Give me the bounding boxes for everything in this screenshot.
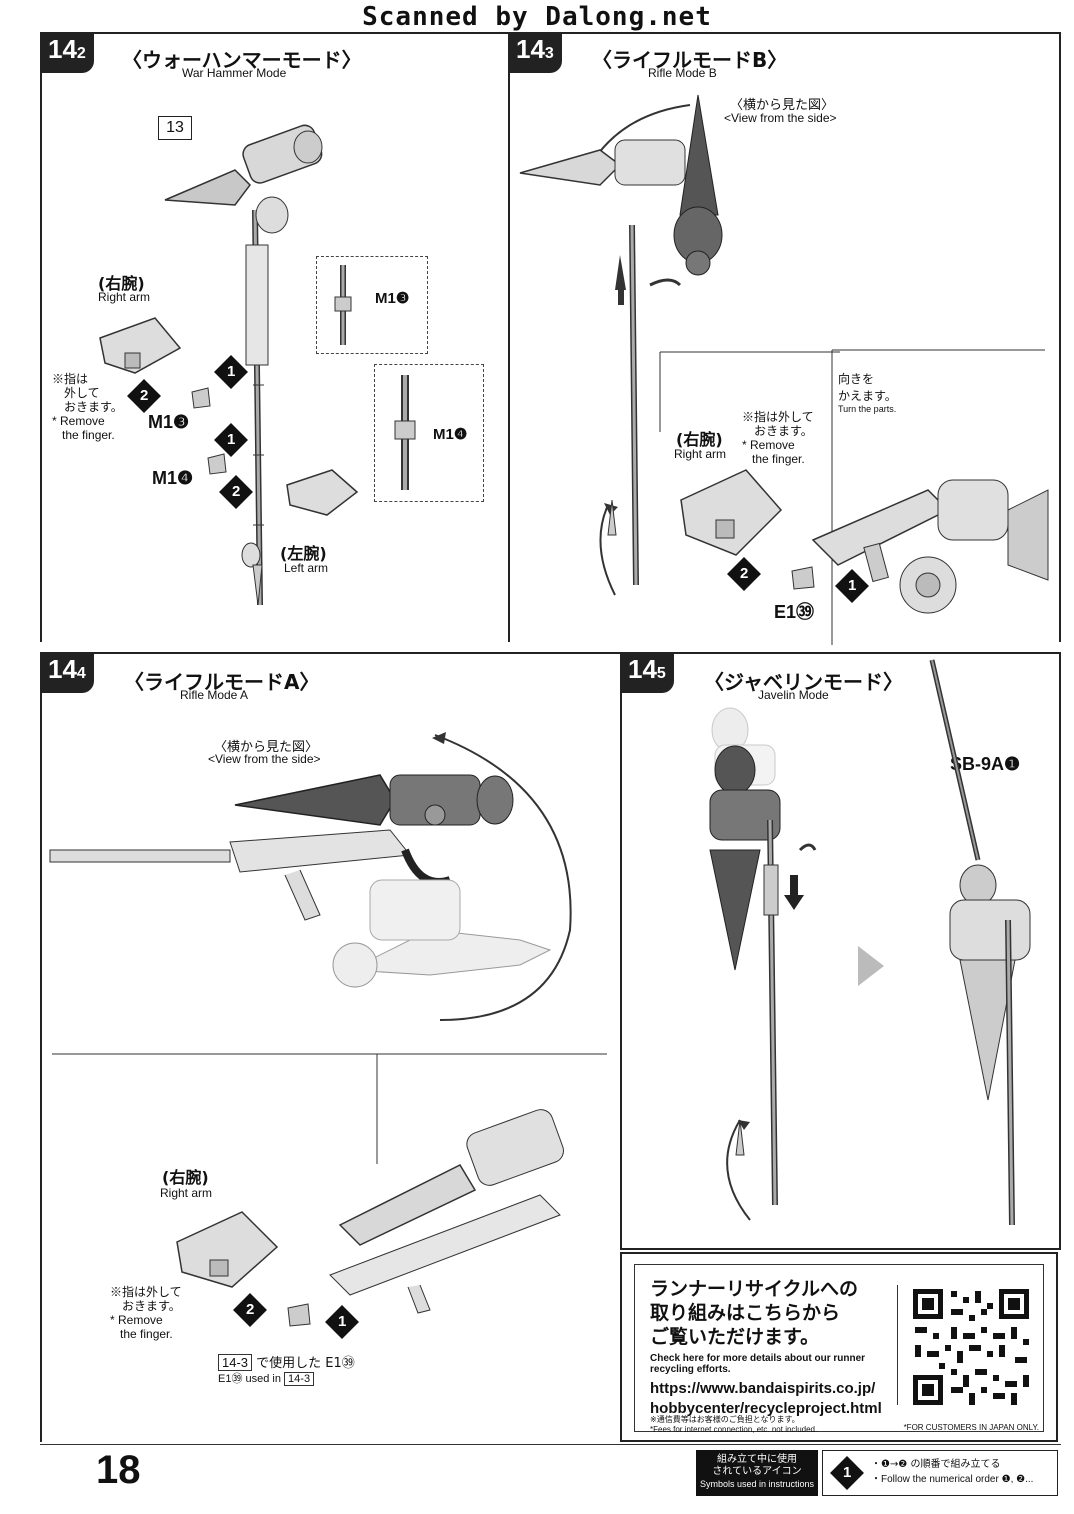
right-arm-label-jp: (右腕) [676, 430, 723, 449]
legend-body: 1 ・❶→❷ の順番で組み立てる ・Follow the numerical o… [822, 1450, 1058, 1496]
step-number: 145 [620, 652, 674, 693]
step-title-en: Rifle Mode B [648, 66, 717, 80]
part-label-m1-3: M1❸ [148, 412, 190, 432]
part-label-e1-39: E1㊴ [774, 602, 815, 622]
turn-parts-arrow [831, 349, 1045, 645]
turn-parts-note-jp: 向きをかえます。 Turn the parts. [838, 372, 897, 414]
recycle-fee-note: ※通信費等はお客様のご負担となります。*Fees for internet co… [650, 1415, 818, 1434]
step-title-jp: 〈ジャベリンモード〉 [704, 670, 903, 694]
recycle-url[interactable]: https://www.bandaispirits.co.jp/hobbycen… [650, 1380, 882, 1417]
rifle-mode-a-illustration [49, 732, 572, 1021]
legend-desc: ・❶→❷ の順番で組み立てる ・Follow the numerical ord… [871, 1459, 1034, 1485]
war-hammer-illustration [164, 124, 323, 606]
scan-credit: Scanned by Dalong.net [362, 2, 712, 32]
right-arm-label-en: Right arm [674, 447, 727, 461]
reference-13: 13 [158, 116, 192, 140]
next-arrow [858, 946, 884, 986]
step-title-jp: 〈ライフルモードB〉 [592, 48, 788, 72]
right-arm-illustration [176, 1211, 279, 1288]
left-arm-label-en: Left arm [284, 561, 329, 575]
used-in-note: 14-3 で使用した E1㊴ [218, 1352, 355, 1371]
part-e1-39-illustration [287, 1303, 311, 1327]
part-label-m1-4: M1❹ [152, 468, 194, 488]
step-number: 142 [40, 32, 94, 73]
divider [897, 1285, 898, 1405]
step-14-4-panel: 144 〈ライフルモードA〉 Rifle Mode A [40, 652, 620, 1442]
part-label-sb-9a: SB-9A❶ [950, 754, 1021, 774]
step-title-jp: 〈ウォーハンマーモード〉 [122, 48, 362, 72]
step-number: 144 [40, 652, 94, 693]
step-title-en: War Hammer Mode [182, 66, 287, 80]
right-arm-label-jp: (右腕) [162, 1168, 209, 1187]
right-arm-illustration [99, 317, 182, 374]
step-number: 143 [508, 32, 562, 73]
recycle-info-box: ランナーリサイクルへの取り組みはこちらからご覧いただけます。 Check her… [620, 1252, 1058, 1442]
japan-only-note: *FOR CUSTOMERS IN JAPAN ONLY. [903, 1423, 1039, 1432]
rifle-assembled-illustration [329, 1109, 564, 1314]
part-m1-4-illustration [207, 453, 227, 475]
recycle-headline: ランナーリサイクルへの取り組みはこちらからご覧いただけます。 [650, 1278, 859, 1348]
right-arm-label-jp: (右腕) [98, 274, 145, 293]
side-view-label-jp: 〈横から見た図〉 [214, 740, 319, 755]
side-view-label-en: <View from the side> [208, 752, 321, 766]
legend-title: 組み立て中に使用されているアイコン Symbols used in instru… [696, 1450, 818, 1496]
used-in-note-en: E1㊴ used in 14-3 [218, 1370, 315, 1386]
javelin-assembled-illustration [929, 659, 1031, 1226]
rifle-body-illustration [811, 479, 1049, 614]
icon-legend: 組み立て中に使用されているアイコン Symbols used in instru… [696, 1450, 1058, 1496]
legend-step-icon: 1 [830, 1456, 864, 1490]
recycle-body: Check here for more details about our ru… [650, 1353, 866, 1375]
detail-box-m1-4: M1❹ [374, 364, 484, 502]
right-arm-label-en: Right arm [98, 290, 151, 304]
qr-code[interactable] [911, 1287, 1031, 1407]
part-m1-3-illustration [191, 387, 211, 409]
javelin-mode-illustration [709, 707, 817, 1221]
step-title-en: Javelin Mode [758, 688, 829, 702]
side-view-label-jp: 〈横から見た図〉 [730, 98, 835, 113]
step-title-en: Rifle Mode A [180, 688, 249, 702]
part-e1-39-illustration [791, 566, 815, 590]
frame-line [52, 1053, 607, 1164]
right-arm-label-en: Right arm [160, 1186, 213, 1200]
left-arm-illustration [286, 469, 359, 516]
detail-box-m1-3: M1❸ [316, 256, 428, 354]
right-arm-illustration [680, 469, 783, 556]
step-title-jp: 〈ライフルモードA〉 [124, 670, 320, 694]
side-view-label-en: <View from the side> [724, 111, 837, 125]
page-number: 18 [96, 1448, 141, 1492]
rifle-mode-b-illustration [519, 94, 723, 596]
frame-line [659, 351, 840, 432]
left-arm-label-jp: (左腕) [280, 544, 327, 563]
footer-rule [40, 1444, 1061, 1445]
